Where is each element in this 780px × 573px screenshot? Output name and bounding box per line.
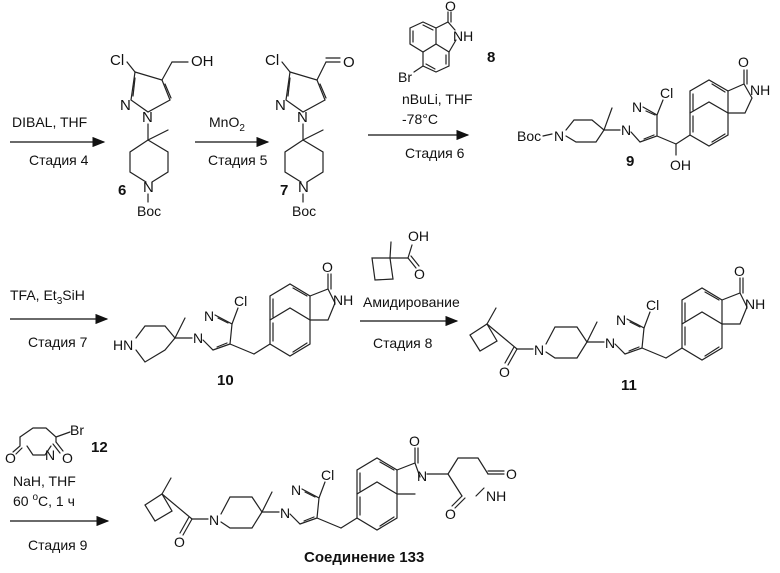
oxygen-label: O [62,450,73,466]
step7-label: Стадия 7 [28,334,88,350]
step8-reagents: Амидирование [363,294,460,310]
step9-reagent-1: NaH, THF [13,473,76,489]
oxygen-label: O [734,263,745,279]
oxygen-label: O [499,364,510,380]
oxygen-label: O [343,54,355,71]
nitrogen-label: N [120,97,131,114]
compound-12: Br O N O 12 [5,422,108,466]
chloro-label: Cl [110,52,124,69]
compound-11-number: 11 [621,377,637,394]
final-compound-label: Соединение 133 [304,549,424,566]
compound-8: O NH Br 8 [398,0,495,85]
oxygen-label: O [414,266,425,282]
nitrogen-label: N [554,128,564,144]
nitrogen-label: N [280,505,290,521]
boc-label: Boc [137,203,161,219]
nitrogen-label: N [534,342,544,358]
step6-label: Стадия 6 [405,145,465,161]
step6-reagent-2: -78°C [402,111,438,127]
hydroxyl-label: OH [191,53,214,70]
step-5: MnO2 Стадия 5 [195,114,268,168]
hydroxyl-label: OH [670,157,691,173]
chloro-label: Cl [660,85,673,101]
oxygen-label: O [174,534,185,550]
compound-11: O N N N Cl O NH 11 [470,263,765,394]
compound-8-number: 8 [487,49,495,66]
hydroxyl-label: OH [408,228,429,244]
oxygen-label: O [322,259,333,275]
step9-label: Стадия 9 [28,537,88,553]
step6-reagent-1: nBuLi, THF [402,91,473,107]
nh-label: NH [453,28,473,44]
step9-reagent-2: 60 oC, 1 ч [13,492,75,509]
nitrogen-label: N [297,109,308,126]
nitrogen-label: N [142,109,153,126]
compound-10-number: 10 [217,372,234,389]
chloro-label: Cl [265,52,279,69]
oxygen-label: O [445,0,456,14]
step-4: DIBAL, THF Стадия 4 [10,114,104,168]
step4-reagents: DIBAL, THF [12,114,87,130]
nitrogen-label: N [45,447,55,463]
compound-9: Boc N N N Cl OH O NH 9 [517,54,770,173]
nitrogen-label: N [621,122,631,138]
step-7: TFA, Et3SiH Стадия 7 [10,287,107,350]
compound-6-number: 6 [118,182,126,199]
amine-label: HN [113,337,133,353]
bromo-label: Br [398,69,412,85]
boc-label: Boc [292,203,316,219]
compound-133: O N N N Cl O N O NH O Соединение 133 [145,433,517,566]
nitrogen-label: N [417,468,427,484]
nitrogen-label: N [275,97,286,114]
compound-7: Cl O N N N Boc 7 [265,52,355,219]
nitrogen-label: N [632,99,642,115]
nitrogen-label: N [204,308,214,324]
nh-label: NH [486,488,506,504]
oxygen-label: O [409,433,420,449]
nitrogen-label: N [291,482,301,498]
nitrogen-label: N [193,330,203,346]
nitrogen-label: N [616,312,626,328]
step8-label: Стадия 8 [373,335,433,351]
chloro-label: Cl [646,297,659,313]
nitrogen-label: N [143,179,154,196]
step5-reagent: MnO2 [209,114,245,134]
step-6: O NH Br 8 nBuLi, THF -78°C Стадия 6 [368,0,495,161]
nh-label: NH [333,292,353,308]
oxygen-label: O [5,450,16,466]
step-9: Br O N O 12 NaH, THF 60 oC, 1 ч Стадия 9 [5,422,108,553]
oxygen-label: O [445,506,456,522]
compound-9-number: 9 [626,153,634,170]
boc-label: Boc [517,128,541,144]
step7-reagent: TFA, Et3SiH [10,287,85,307]
compound-7-number: 7 [280,182,288,199]
cyclobutane-acid: OH O [372,228,429,282]
nitrogen-label: N [298,179,309,196]
oxygen-label: O [738,54,749,70]
step5-label: Стадия 5 [208,152,268,168]
oxygen-label: O [506,466,517,482]
compound-10: HN N N Cl O NH 10 [113,259,353,389]
nh-label: NH [750,82,770,98]
nitrogen-label: N [605,335,615,351]
chloro-label: Cl [234,293,247,309]
nitrogen-label: N [209,512,219,528]
nh-label: NH [745,296,765,312]
compound-6: Cl OH N N N Boc 6 [110,52,214,219]
step-8: OH O Амидирование Стадия 8 [360,228,460,351]
step4-label: Стадия 4 [29,152,89,168]
compound-12-number: 12 [91,439,108,456]
chloro-label: Cl [321,467,334,483]
bromo-label: Br [70,422,84,438]
